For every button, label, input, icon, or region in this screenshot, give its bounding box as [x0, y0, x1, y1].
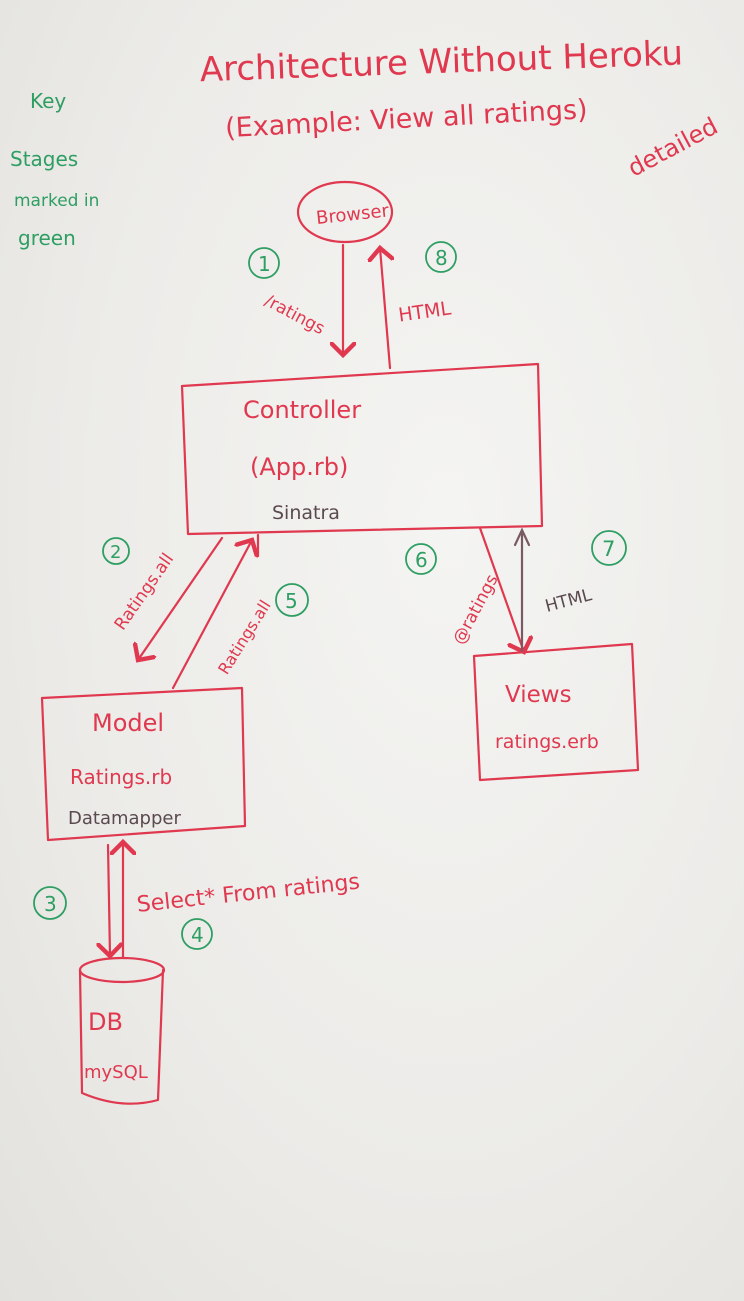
model-node	[40, 686, 247, 842]
model-to-db-arrow	[108, 843, 110, 956]
return-all-arrow	[171, 540, 252, 690]
call-all-arrow	[138, 536, 224, 660]
views-html-arrowhead	[513, 527, 531, 547]
views-file: ratings.erb	[495, 731, 599, 753]
svg-text:8: 8	[435, 246, 448, 270]
pass-ratings-arrow	[478, 526, 524, 652]
svg-text:2: 2	[110, 542, 121, 563]
stage-6-marker: 6	[405, 543, 437, 575]
key-line-4: green	[18, 226, 76, 250]
svg-text:7: 7	[602, 537, 615, 561]
svg-text:5: 5	[285, 589, 298, 613]
stage-1-marker: 1	[248, 247, 280, 279]
stage-8-marker: 8	[425, 241, 457, 273]
request-label: /ratings	[261, 291, 328, 339]
return-all-label: Ratings.all	[214, 597, 274, 678]
stage-7-marker: 7	[591, 530, 627, 566]
db-tech: mySQL	[84, 1062, 148, 1083]
detailed-tag: detailed	[623, 112, 722, 182]
browser-node	[296, 180, 394, 244]
title-line-1: Architecture Without Heroku	[199, 33, 683, 90]
views-node	[472, 642, 640, 782]
model-name: Model	[92, 709, 164, 737]
response-html-label: HTML	[397, 297, 453, 326]
stage-2-marker: 2	[102, 537, 130, 565]
model-file: Ratings.rb	[70, 765, 172, 789]
stage-4-marker: 4	[181, 918, 213, 950]
model-tech: Datamapper	[68, 808, 181, 829]
svg-text:1: 1	[258, 252, 271, 276]
key-line-2: Stages	[10, 147, 78, 171]
svg-text:4: 4	[191, 923, 204, 947]
controller-name: Controller	[243, 396, 361, 424]
pass-ratings-label: @ratings	[449, 571, 503, 648]
key-heading: Key	[30, 89, 66, 113]
stage-3-marker: 3	[33, 886, 67, 920]
browser-label: Browser	[315, 200, 390, 229]
key-line-3: marked in	[14, 191, 99, 211]
controller-file: (App.rb)	[250, 453, 348, 481]
controller-node	[180, 362, 544, 536]
title-line-2: (Example: View all ratings)	[224, 94, 588, 144]
response-arrow	[380, 248, 390, 370]
controller-tech: Sinatra	[272, 502, 340, 524]
sql-label: Select* From ratings	[136, 870, 361, 918]
views-html-label: HTML	[543, 585, 594, 617]
db-name: DB	[88, 1008, 123, 1036]
svg-text:6: 6	[415, 548, 428, 572]
views-name: Views	[505, 682, 572, 708]
db-node	[78, 956, 166, 1105]
svg-text:3: 3	[44, 892, 57, 916]
stage-5-marker: 5	[275, 583, 309, 617]
